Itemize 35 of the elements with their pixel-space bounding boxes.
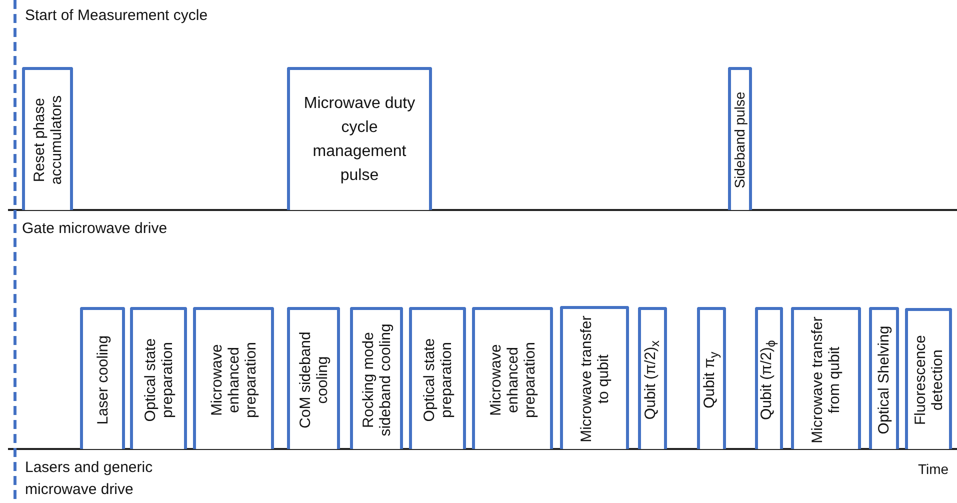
pulse-label: Microwave transfer from qubit [809, 315, 843, 444]
row-label: Lasers and generic microwave drive [25, 458, 154, 500]
pulse-box [728, 67, 752, 210]
pulse-box [560, 306, 629, 449]
pulse-box [755, 307, 783, 449]
pulse-label: Microwave enhanced preparation [487, 340, 538, 420]
pulse-box [869, 307, 899, 449]
pulse-box [193, 307, 274, 449]
pulse-label: Microwave transfer to qubit [578, 314, 612, 444]
pulse-box [287, 307, 340, 449]
pulse-box [638, 307, 667, 449]
pulse-box [287, 67, 432, 210]
pulse-label: Microwave duty cycle management pulse [302, 94, 416, 186]
pulse-label: CoM sideband cooling [296, 330, 330, 430]
pulse-label: Sideband pulse [732, 90, 748, 190]
pulse-box [472, 307, 553, 449]
pulse-label: Rocking mode sideband cooling [360, 322, 394, 438]
pulse-label: Laser cooling [94, 334, 111, 426]
pulse-label: Optical state preparation [420, 336, 454, 424]
pulse-box [130, 307, 187, 449]
pulse-label: Microwave enhanced preparation [208, 340, 259, 420]
pulse-box [80, 307, 125, 449]
row-label: Start of Measurement cycle [25, 6, 208, 26]
pulse-box [697, 307, 726, 449]
pulse-label: Optical Shelving [876, 324, 892, 436]
pulse-label: Optical state preparation [142, 336, 176, 424]
pulse-box [791, 307, 861, 449]
pulse-label: Fluorescence detection [912, 334, 946, 428]
pulse-label: Reset phase accumulators [30, 94, 64, 187]
row-label: Gate microwave drive [22, 219, 168, 239]
pulse-box [350, 307, 403, 449]
pulse-box [409, 307, 466, 449]
pulse-box [22, 67, 73, 210]
axis-label: Time [918, 460, 949, 479]
pulse-box [905, 308, 952, 449]
